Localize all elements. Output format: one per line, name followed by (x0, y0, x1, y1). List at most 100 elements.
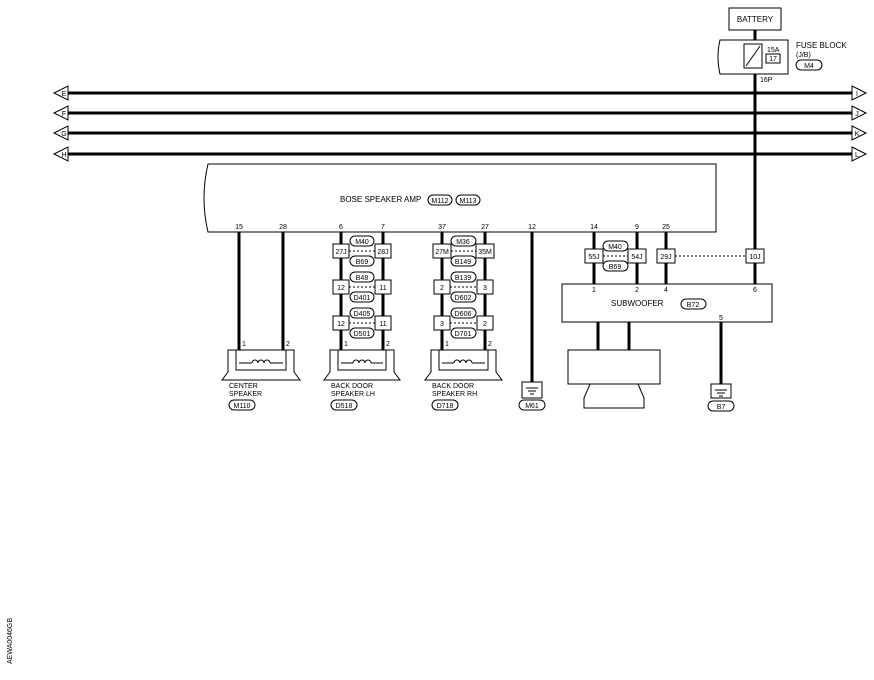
lh-joint-row-1: 27J 28J M40 B69 (332, 235, 392, 267)
fuse-terminal: 16P (760, 77, 773, 84)
ground-b7: B7 (707, 383, 735, 412)
amp-pin: 6 (339, 224, 343, 231)
fuse-block-sub: (J/B) (796, 52, 811, 59)
fuse-block: 15A 17 FUSE BLOCK (J/B) M4 16P (717, 39, 847, 84)
rh-joint-2-conn-bottom: D602 (455, 295, 472, 302)
rh-speaker-pin-2: 2 (488, 341, 492, 348)
bus-right-l: L (855, 152, 859, 159)
amp-pin: 25 (662, 224, 670, 231)
back-door-speaker-rh: 1 2 BACK DOOR SPEAKER RH D718 (424, 341, 503, 411)
rh-joint-2-right: 3 (483, 285, 487, 292)
rh-speaker-label-2: SPEAKER RH (432, 391, 477, 398)
sub-pin: 1 (592, 287, 596, 294)
lh-speaker-label-1: BACK DOOR (331, 383, 373, 390)
rh-speaker-connector: D718 (437, 403, 454, 410)
amp-pin: 9 (635, 224, 639, 231)
center-speaker-label-1: CENTER (229, 383, 258, 390)
battery-label: BATTERY (737, 15, 774, 24)
sub-joint-4: 10J (749, 254, 760, 261)
lh-joint-row-3: 12 11 D405 D501 (332, 307, 392, 339)
lh-joint-row-2: 12 11 B48 D401 (332, 271, 392, 303)
lh-joint-3-left: 12 (337, 321, 345, 328)
amp-connector-2: M113 (460, 198, 477, 205)
rh-joint-3-left: 3 (440, 321, 444, 328)
amp-pin: 14 (590, 224, 598, 231)
lh-joint-1-left: 27J (335, 249, 346, 256)
lh-joint-3-conn-bottom: D501 (354, 331, 371, 338)
lh-joint-3-conn-top: D405 (354, 311, 371, 318)
sub-pin: 6 (753, 287, 757, 294)
rh-speaker-label-1: BACK DOOR (432, 383, 474, 390)
diagram-code: AEWA0046GB (7, 618, 14, 664)
lh-joint-1-right: 28J (377, 249, 388, 256)
amp-pin: 27 (481, 224, 489, 231)
lh-joint-3-right: 11 (379, 321, 386, 328)
sub-joints: 55J 54J 29J 10J M40 B69 (584, 240, 765, 272)
ground-m61-connector: M61 (525, 403, 539, 410)
fuse-amp: 15A (767, 47, 780, 54)
sub-joint-3: 29J (660, 254, 671, 261)
fuse-number: 17 (769, 56, 777, 63)
center-pin-1: 1 (242, 341, 246, 348)
amp-label: BOSE SPEAKER AMP (340, 195, 421, 204)
amp-pin: 12 (528, 224, 536, 231)
rh-joint-row-2: 2 3 B139 D602 (433, 271, 494, 303)
rh-joint-3-conn-top: D606 (455, 311, 472, 318)
sub-joint-1: 55J (588, 254, 599, 261)
sub-joint-2: 54J (631, 254, 642, 261)
lh-joint-2-conn-bottom: D401 (354, 295, 371, 302)
lh-joint-2-right: 11 (379, 285, 386, 292)
amp-pin: 7 (381, 224, 385, 231)
battery-box: BATTERY (728, 7, 782, 31)
sub-pin: 4 (664, 287, 668, 294)
bus-left-h: H (61, 152, 66, 159)
subwoofer-connector: B72 (687, 302, 700, 309)
rh-joint-3-right: 2 (483, 321, 487, 328)
rh-joint-row-3: 3 2 D606 D701 (433, 307, 494, 339)
lh-speaker-pin-1: 1 (344, 341, 348, 348)
ground-m61: M61 (518, 381, 546, 411)
bus-right-i: I (856, 91, 858, 98)
bus-lines: E F G H I J K L (52, 85, 868, 162)
sub-pin: 2 (635, 287, 639, 294)
back-door-speaker-lh: 1 2 BACK DOOR SPEAKER LH D518 (323, 341, 401, 411)
amp-pin: 28 (279, 224, 287, 231)
rh-joint-1-conn-top: M36 (456, 239, 470, 246)
bus-left-g: G (61, 131, 66, 138)
subwoofer-speaker-icon (567, 349, 661, 409)
center-speaker: 1 2 CENTER SPEAKER M110 (221, 341, 301, 411)
bus-left-e: E (62, 91, 67, 98)
lh-joint-1-conn-top: M40 (355, 239, 369, 246)
bose-speaker-amp: BOSE SPEAKER AMP M112 M113 15 28 6 7 37 … (203, 163, 717, 233)
sub-pin: 5 (719, 315, 723, 322)
rh-joint-1-left: 27M (435, 249, 449, 256)
lh-joint-2-conn-top: B48 (356, 275, 369, 282)
rh-joint-3-conn-bottom: D701 (455, 331, 472, 338)
subwoofer: 1 2 4 6 SUBWOOFER B72 5 (561, 283, 773, 323)
lh-speaker-connector: D518 (336, 403, 353, 410)
subwoofer-label: SUBWOOFER (611, 299, 664, 308)
amp-pin: 37 (438, 224, 446, 231)
lh-speaker-label-2: SPEAKER LH (331, 391, 375, 398)
lh-joint-1-conn-bottom: B69 (356, 259, 369, 266)
center-pin-2: 2 (286, 341, 290, 348)
lh-joint-2-left: 12 (337, 285, 345, 292)
rh-joint-row-1: 27M 35M M36 B149 (432, 235, 495, 267)
center-speaker-connector: M110 (234, 403, 251, 410)
fuse-block-label: FUSE BLOCK (796, 41, 847, 50)
bus-right-k: K (855, 131, 860, 138)
bus-left-f: F (62, 111, 66, 118)
amp-pin: 15 (235, 224, 243, 231)
ground-b7-connector: B7 (717, 404, 726, 411)
center-speaker-label-2: SPEAKER (229, 391, 262, 398)
rh-joint-1-conn-bottom: B149 (455, 259, 471, 266)
lh-speaker-pin-2: 2 (386, 341, 390, 348)
rh-speaker-pin-1: 1 (445, 341, 449, 348)
fuse-block-connector: M4 (804, 63, 814, 70)
rh-joint-1-right: 35M (478, 249, 492, 256)
rh-joint-2-left: 2 (440, 285, 444, 292)
amp-connector-1: M112 (432, 198, 449, 205)
sub-joint-conn-bottom: B69 (609, 264, 622, 271)
rh-joint-2-conn-top: B139 (455, 275, 471, 282)
